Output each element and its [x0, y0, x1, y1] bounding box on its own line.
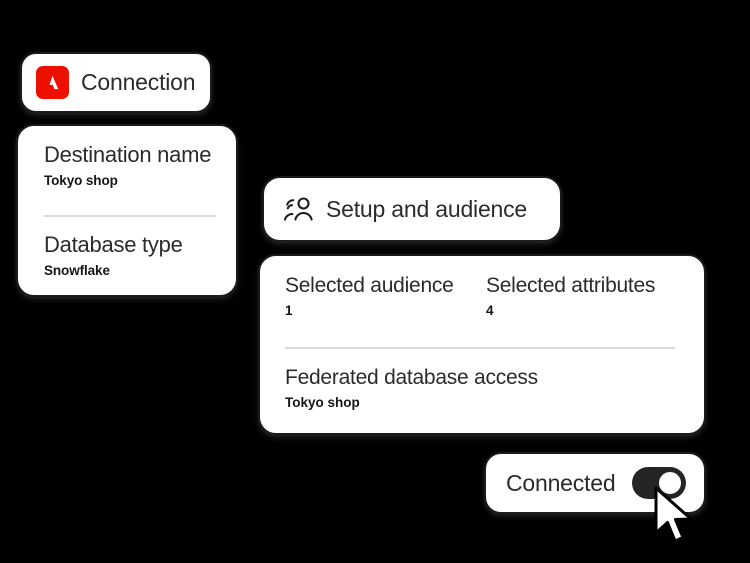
destination-name-value: Tokyo shop [44, 172, 118, 188]
destination-card: Destination name Tokyo shop Database typ… [16, 124, 238, 297]
destination-name-title: Destination name [44, 142, 212, 167]
destination-card-divider [44, 215, 216, 217]
setup-and-audience-label: Setup and audience [326, 195, 528, 222]
connected-pill[interactable]: Connected [484, 452, 706, 514]
selected-attributes-stat: Selected attributes 4 [486, 274, 655, 318]
toggle-knob [657, 470, 683, 496]
database-type-value: Snowflake [44, 262, 110, 278]
destination-field-database-type: Database type Snowflake [44, 232, 214, 278]
destination-field-name: Destination name Tokyo shop [44, 142, 214, 188]
database-type-title: Database type [44, 231, 183, 257]
selected-audience-stat: Selected audience 1 [285, 274, 486, 318]
federated-access-title: Federated database access [285, 366, 538, 389]
connection-toggle-switch[interactable] [632, 467, 686, 499]
audience-card-divider [285, 347, 675, 349]
selected-audience-title: Selected audience [285, 274, 454, 297]
connected-label: Connected [506, 469, 616, 496]
connection-pill[interactable]: Connection [20, 52, 212, 113]
setup-and-audience-pill[interactable]: Setup and audience [262, 176, 562, 242]
selected-attributes-title: Selected attributes [486, 274, 656, 297]
selected-audience-value: 1 [285, 303, 293, 318]
selected-attributes-value: 4 [486, 303, 494, 318]
audience-details-card: Selected audience 1 Selected attributes … [258, 254, 706, 435]
audience-group-icon [282, 195, 314, 223]
federated-database-access-block: Federated database access Tokyo shop [285, 366, 538, 410]
adobe-logo-icon [36, 66, 69, 99]
audience-stats-row: Selected audience 1 Selected attributes … [285, 274, 655, 318]
federated-access-value: Tokyo shop [285, 395, 360, 410]
connection-label: Connection [81, 69, 196, 95]
